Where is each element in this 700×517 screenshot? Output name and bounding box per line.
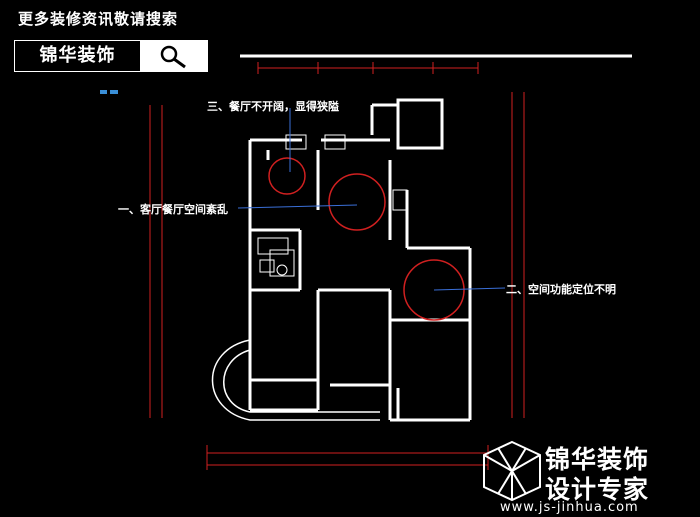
blue-mark: [100, 90, 107, 94]
logo-line1: 锦华装饰: [545, 445, 650, 474]
dimension-lines: [149, 62, 525, 470]
header-title: 更多装修资讯敬请搜索: [18, 10, 179, 28]
problem-circles: [268, 157, 465, 321]
blue-mark: [110, 90, 118, 94]
search-brand-label: 锦华装饰: [15, 41, 141, 71]
bathroom-fixtures: [257, 237, 295, 277]
annotation-function: 二、空间功能定位不明: [506, 283, 616, 296]
kitchen-fixtures: [285, 134, 408, 211]
leader-lines: [237, 108, 506, 291]
search-button[interactable]: [141, 41, 207, 71]
walls: [248, 98, 472, 422]
annotation-living: 一、客厅餐厅空间紊乱: [118, 203, 228, 216]
balcony: [211, 339, 380, 421]
search-icon: [160, 45, 186, 69]
search-box[interactable]: 锦华装饰: [14, 40, 208, 72]
annotation-dining: 三、餐厅不开阔，显得狭隘: [207, 100, 339, 113]
logo-cube-icon: [483, 440, 541, 502]
logo-url: www.js-jinhua.com: [500, 500, 639, 515]
logo-line2: 设计专家: [545, 475, 650, 504]
